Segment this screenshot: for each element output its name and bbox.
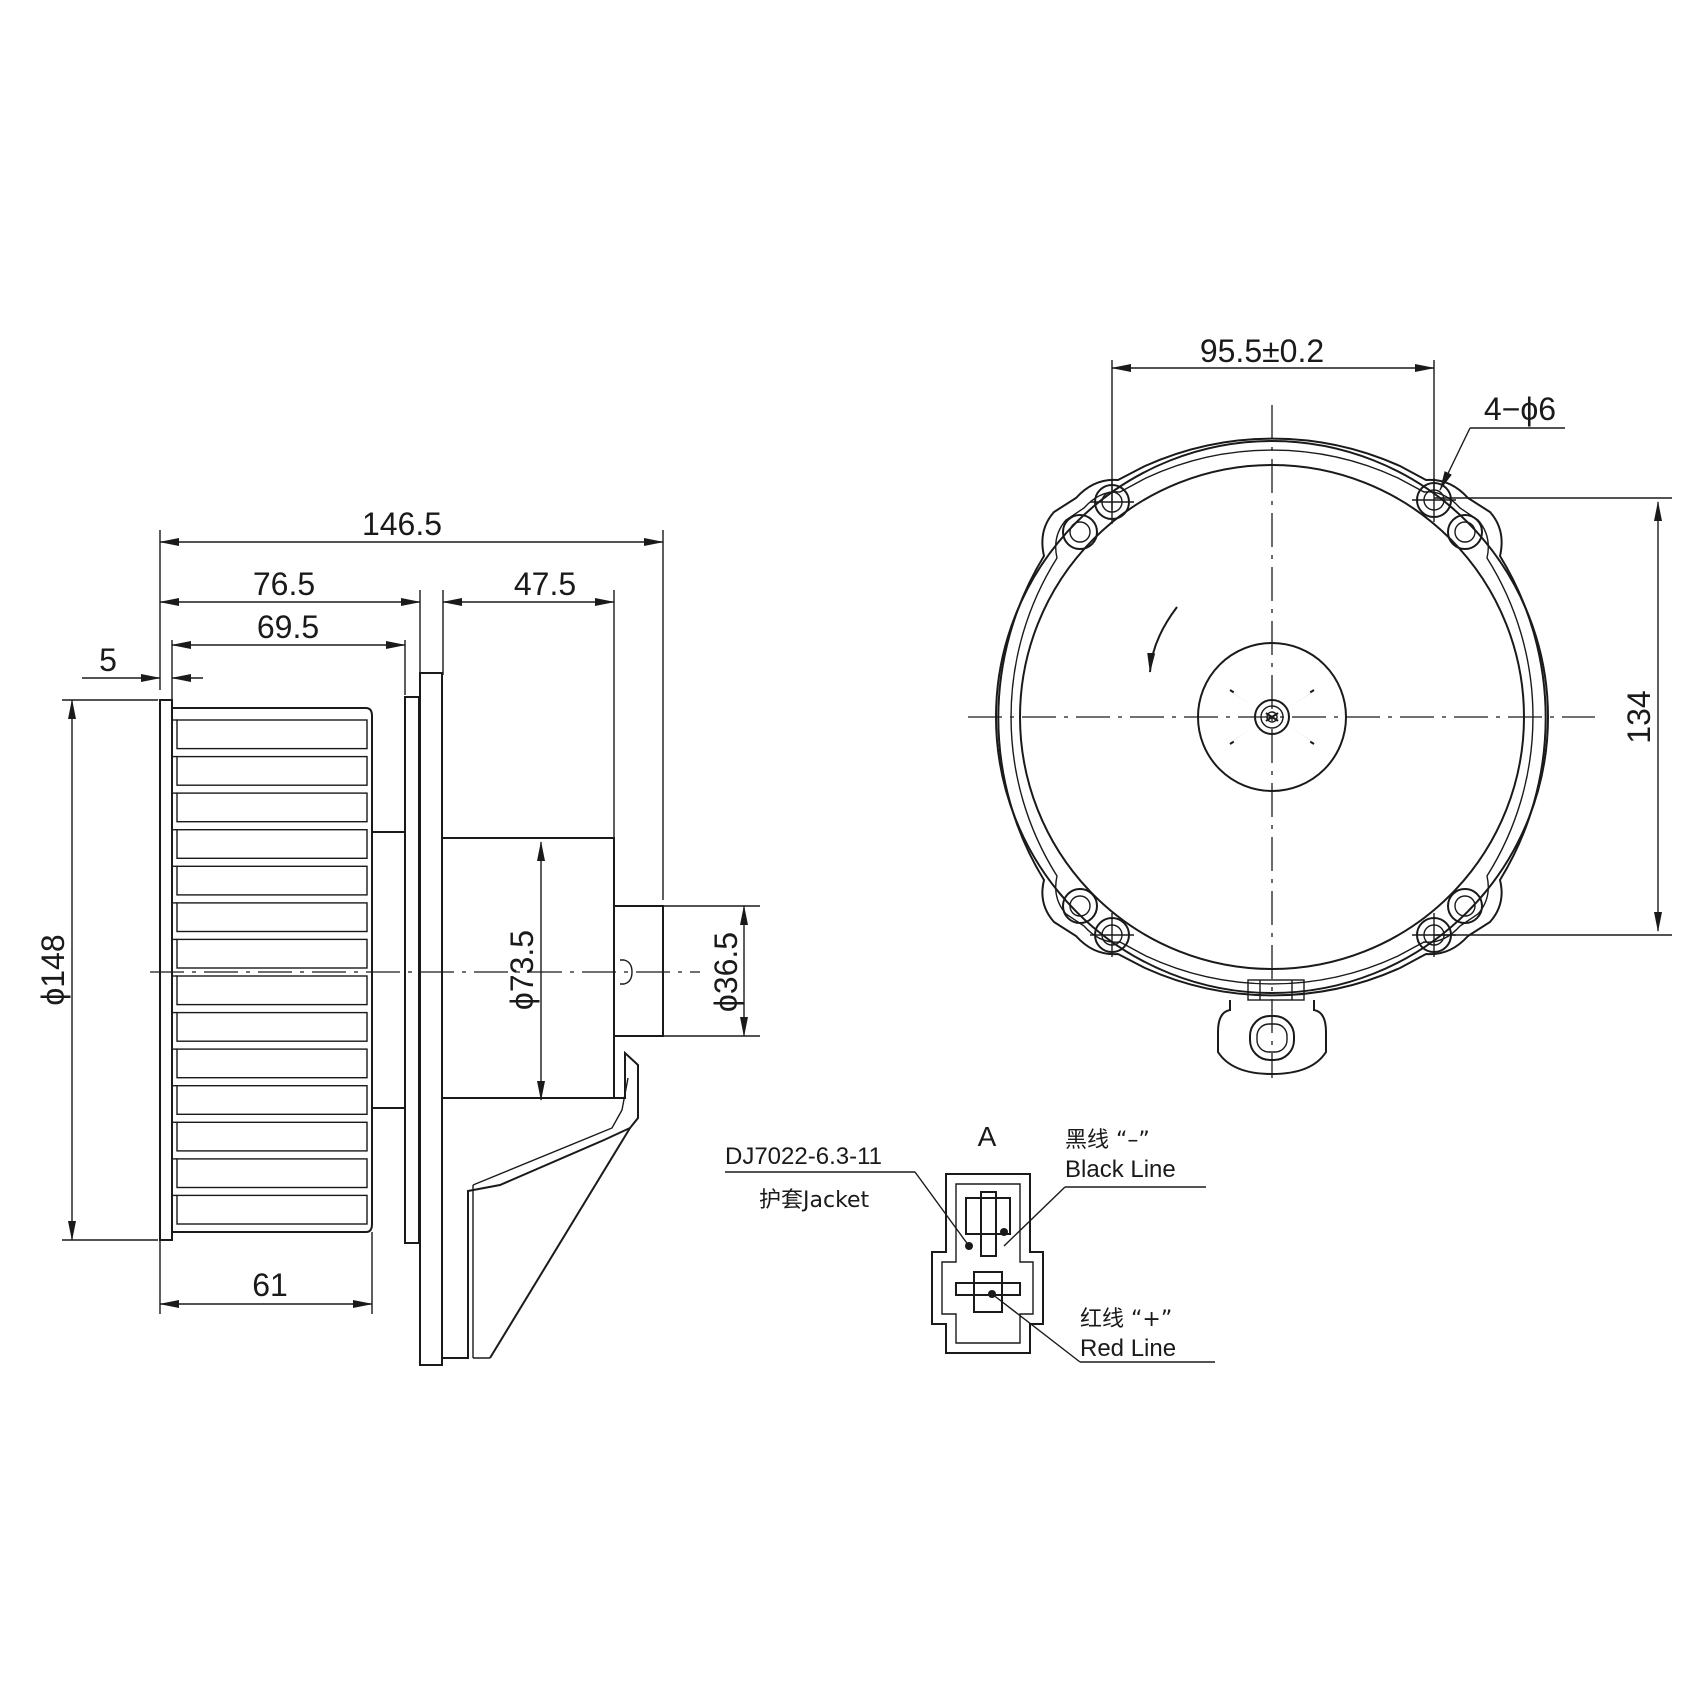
dim-hub-diameter: ϕ36.5	[708, 932, 744, 1012]
wheel-slat	[176, 938, 368, 969]
hub-nub	[620, 959, 633, 985]
wheel-slat	[176, 1194, 368, 1225]
dim-mounting-holes: 4−ϕ6	[1484, 391, 1556, 427]
mounting-hole	[1090, 480, 1134, 524]
wheel-slat	[176, 1011, 368, 1042]
dim-motor-diameter: ϕ73.5	[504, 930, 540, 1010]
locating-hole	[1447, 514, 1483, 550]
mounting-hole	[1090, 913, 1134, 957]
terminal-black	[965, 1197, 1011, 1235]
mounting-flange	[419, 672, 443, 1366]
dim-hole-spacing-vertical: 134	[1621, 690, 1657, 743]
wheel-body	[172, 707, 373, 1233]
hub-spokes	[1229, 689, 1315, 745]
connector-jacket-inner	[941, 1183, 1034, 1344]
dim-wheel-diameter: ϕ148	[35, 934, 71, 1005]
motor-hub	[613, 905, 664, 1037]
wheel-slat	[176, 719, 368, 750]
dim-hole-spacing-horizontal: 95.5±0.2	[1200, 333, 1324, 369]
dim-motor-length: 47.5	[514, 566, 576, 602]
view-label: A	[978, 1121, 997, 1152]
wheel-blades	[172, 719, 368, 1225]
locating-hole	[1447, 888, 1483, 924]
side-view: 146.5 76.5 69.5 47.5 5 61 ϕ148 ϕ73.5 ϕ36…	[35, 506, 760, 1366]
dim-wheel-length: 69.5	[257, 609, 319, 645]
connector-jacket-outer	[931, 1173, 1044, 1354]
wheel-front-rim	[159, 699, 173, 1241]
wheel-slat	[176, 755, 368, 786]
wheel-slat	[176, 865, 368, 896]
wheel-slat	[176, 792, 368, 823]
mounting-hole	[1412, 913, 1456, 957]
black-wire-cn-label: 黑线 “–”	[1065, 1128, 1150, 1153]
housing-outer-path	[997, 437, 1547, 997]
wheel-slat	[176, 829, 368, 860]
wheel-slat	[176, 1048, 368, 1079]
connector-detail: A DJ7022-6.3-11 护套Jacket 黑线 “–” Black Li…	[725, 1121, 1215, 1363]
housing-outline	[997, 437, 1547, 997]
dim-overall-length: 146.5	[362, 506, 442, 542]
red-wire-cn-label: 红线 “+”	[1080, 1307, 1172, 1332]
jacket-label: 护套Jacket	[759, 1188, 870, 1213]
part-number-label: DJ7022-6.3-11	[725, 1143, 882, 1170]
dim-blade-length: 61	[252, 1267, 288, 1303]
wheel-slat	[176, 902, 368, 933]
black-wire-en-label: Black Line	[1065, 1156, 1176, 1183]
rotation-arrow	[1147, 606, 1178, 673]
mounting-hole	[1412, 478, 1456, 522]
wheel-slat	[176, 1084, 368, 1115]
locating-hole	[1062, 888, 1098, 924]
front-view: 95.5±0.2 134 4−ϕ6	[968, 333, 1672, 1078]
mounting-holes	[1062, 478, 1483, 957]
locating-hole	[1062, 514, 1098, 550]
red-wire-en-label: Red Line	[1080, 1335, 1176, 1362]
wheel-slat	[176, 1121, 368, 1152]
rear-plate	[404, 696, 420, 1244]
wheel-slat	[176, 975, 368, 1006]
dim-rim-thickness: 5	[99, 642, 117, 678]
terminal-red	[973, 1271, 1003, 1313]
dim-flange-position: 76.5	[253, 566, 315, 602]
connector-housing	[442, 1050, 639, 1359]
impeller-blades	[1027, 472, 1517, 962]
wheel-slat	[176, 1158, 368, 1189]
